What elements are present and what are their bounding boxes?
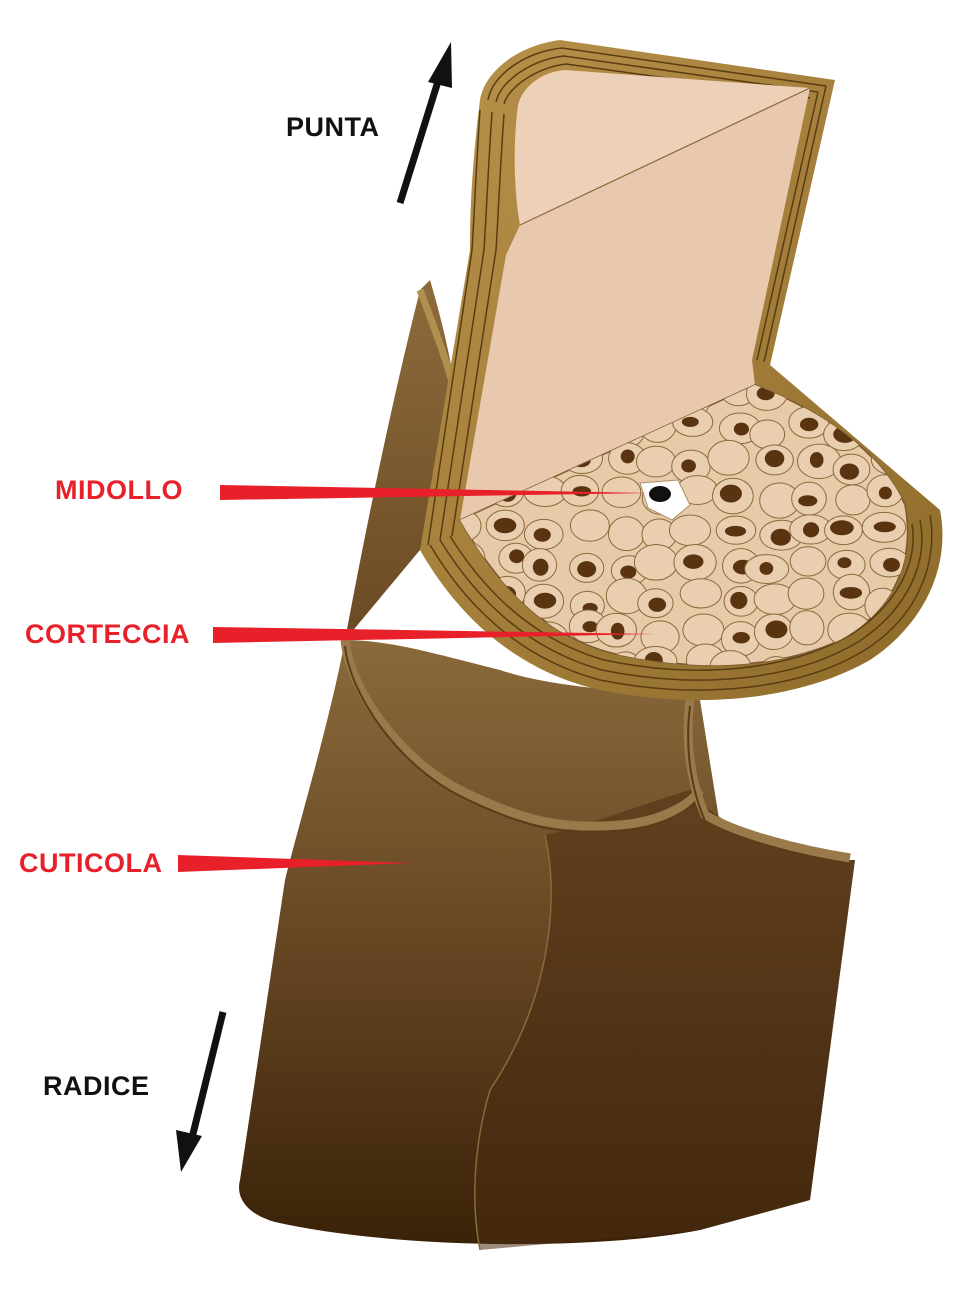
cell-nucleus	[798, 495, 817, 506]
cell-nucleus	[730, 592, 747, 609]
cell-nucleus	[879, 487, 892, 500]
cell-nucleus	[621, 449, 635, 463]
cell-nucleus	[734, 423, 749, 436]
cell-nucleus	[840, 587, 862, 599]
cell-nucleus	[878, 661, 893, 678]
cell-nucleus	[877, 423, 897, 440]
cell-nucleus	[874, 521, 896, 532]
cortex-cell	[750, 420, 785, 449]
cortex-cell	[634, 545, 677, 581]
cell-nucleus	[620, 565, 636, 578]
cell-nucleus	[765, 450, 785, 467]
cell-nucleus	[771, 529, 791, 546]
cell-nucleus	[681, 459, 696, 472]
cell-nucleus	[833, 426, 857, 443]
cortex-cell	[790, 547, 826, 576]
cortex-cell	[608, 517, 644, 551]
cell-nucleus	[765, 621, 787, 639]
cell-nucleus	[803, 522, 819, 537]
cortex-cell	[836, 485, 870, 515]
arrow-down-icon	[176, 1012, 223, 1172]
cell-nucleus	[611, 623, 625, 640]
cortex-cell	[866, 412, 907, 446]
cell-nucleus	[725, 526, 746, 537]
cell-nucleus	[682, 417, 699, 427]
cell-nucleus	[846, 384, 868, 400]
cell-nucleus	[683, 554, 703, 568]
cell-nucleus	[573, 486, 591, 496]
cortex-cell	[680, 579, 721, 608]
cell-nucleus	[509, 549, 524, 563]
cell-nucleus	[838, 557, 852, 568]
cortex-cell	[570, 510, 609, 541]
cortex-cell	[867, 658, 907, 687]
cell-nucleus	[534, 593, 556, 609]
punta-label: PUNTA	[286, 112, 380, 143]
cell-nucleus	[494, 518, 517, 533]
cell-nucleus	[800, 418, 818, 431]
midollo-label: MIDOLLO	[55, 475, 183, 506]
cell-nucleus	[733, 632, 750, 643]
cuticle-shaft	[239, 640, 855, 1250]
cortex-cell	[669, 515, 710, 546]
cortex-cell	[873, 380, 907, 411]
cell-nucleus	[533, 559, 549, 576]
cell-nucleus	[534, 528, 551, 542]
cell-nucleus	[840, 463, 859, 479]
arrow-up-icon	[400, 42, 452, 203]
cortex-cell	[683, 614, 724, 646]
cell-nucleus	[878, 387, 898, 403]
cell-nucleus	[759, 562, 773, 575]
cortex-cell	[790, 611, 824, 645]
cell-nucleus	[883, 558, 900, 572]
cortex-cell	[788, 578, 824, 609]
cell-nucleus	[720, 485, 742, 503]
corteccia-label: CORTECCIA	[25, 619, 190, 650]
cell-nucleus	[886, 454, 902, 467]
cortex-cell	[636, 446, 675, 477]
cortex-cell	[602, 477, 641, 507]
cortex-cell	[708, 440, 749, 475]
cell-nucleus	[648, 598, 666, 612]
cortex-cell	[836, 373, 873, 407]
radice-label: RADICE	[43, 1071, 150, 1102]
cell-nucleus	[810, 452, 824, 468]
cell-nucleus	[830, 520, 854, 535]
cell-nucleus	[577, 561, 596, 577]
cuticola-label: CUTICOLA	[19, 848, 162, 879]
